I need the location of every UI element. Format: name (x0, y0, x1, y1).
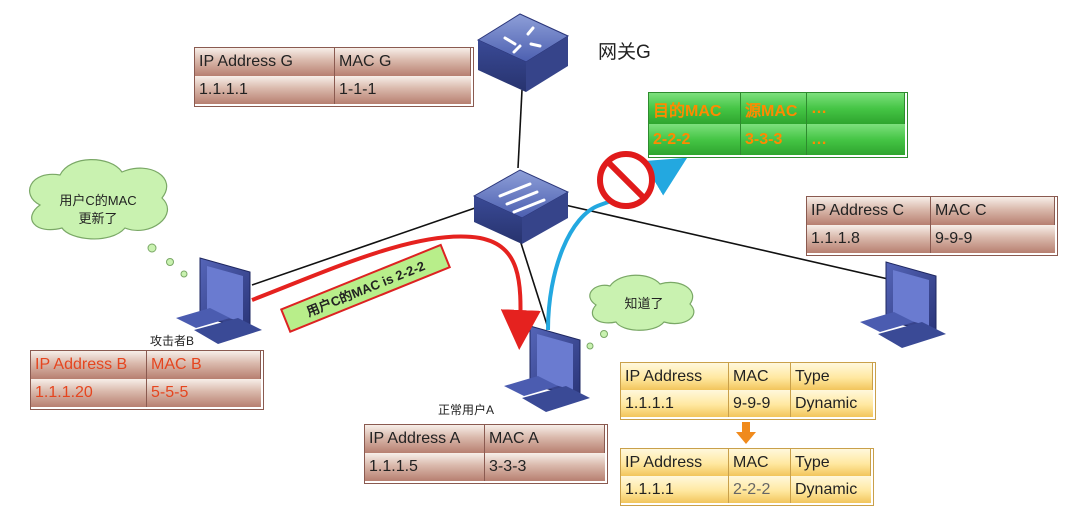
arp-update-arrow (736, 422, 756, 444)
user-a-pc-icon (504, 325, 590, 412)
attacker-cloud-line2: 更新了 (78, 211, 117, 226)
gateway-mac-header: MAC G (335, 48, 471, 76)
arp-before-ip-header: IP Address (621, 363, 729, 390)
arp-before-type-header: Type (791, 363, 873, 390)
arp-after-ip-header: IP Address (621, 449, 729, 476)
switch-icon (472, 169, 570, 244)
link-switch-user-a (519, 239, 549, 329)
attacker-label: 攻击者B (150, 334, 194, 348)
attacker-thought-cloud (29, 159, 188, 278)
attacker-ip-header: IP Address B (31, 351, 147, 379)
user-a-mac-header: MAC A (485, 425, 605, 453)
attacker-cloud-line1: 用户C的MAC (59, 193, 136, 208)
attacker-b-table: IP Address B MAC B 1.1.1.20 5-5-5 (30, 350, 264, 410)
frame-header-table: 目的MAC 源MAC … 2-2-2 3-3-3 … (648, 92, 908, 158)
arp-after-mac-value: 2-2-2 (729, 476, 791, 503)
user-c-pc-icon (860, 261, 946, 348)
user-c-mac-header: MAC C (931, 197, 1055, 225)
user-c-table: IP Address C MAC C 1.1.1.8 9-9-9 (806, 196, 1058, 256)
arp-after-mac-header: MAC (729, 449, 791, 476)
user-a-table: IP Address A MAC A 1.1.1.5 3-3-3 (364, 424, 608, 484)
gateway-ip-value: 1.1.1.1 (195, 76, 335, 104)
gateway-router-icon (476, 13, 570, 92)
gateway-table: IP Address G MAC G 1.1.1.1 1-1-1 (194, 47, 474, 107)
arp-after-type-header: Type (791, 449, 871, 476)
user-a-label: 正常用户A (438, 402, 494, 417)
frame-src-mac-value: 3-3-3 (741, 124, 807, 155)
user-c-ip-value: 1.1.1.8 (807, 225, 931, 253)
attacker-pc-icon (176, 257, 262, 344)
frame-more-value: … (807, 124, 905, 155)
arp-after-type-value: Dynamic (791, 476, 871, 503)
user-a-ip-value: 1.1.1.5 (365, 453, 485, 481)
attacker-ip-value: 1.1.1.20 (31, 379, 147, 407)
user-c-mac-value: 9-9-9 (931, 225, 1055, 253)
frame-more-header: … (807, 93, 905, 124)
gateway-label: 网关G (598, 41, 651, 63)
arp-before-type-value: Dynamic (791, 390, 873, 417)
link-gateway-switch (517, 89, 523, 169)
forbidden-icon (597, 151, 655, 209)
attacker-mac-value: 5-5-5 (147, 379, 261, 407)
arp-table-after: IP Address MAC Type 1.1.1.1 2-2-2 Dynami… (620, 448, 874, 506)
gateway-ip-header: IP Address G (195, 48, 335, 76)
user-a-mac-value: 3-3-3 (485, 453, 605, 481)
frame-dst-mac-value: 2-2-2 (649, 124, 741, 155)
user-a-cloud-text: 知道了 (624, 296, 663, 311)
arp-after-ip-value: 1.1.1.1 (621, 476, 729, 503)
link-switch-user-c (564, 204, 911, 285)
user-c-ip-header: IP Address C (807, 197, 931, 225)
link-switch-attacker (251, 207, 476, 286)
gateway-mac-value: 1-1-1 (335, 76, 471, 104)
arp-before-ip-value: 1.1.1.1 (621, 390, 729, 417)
spoof-message-text: 用户C的MAC is 2-2-2 (303, 258, 427, 320)
user-a-thought-cloud (586, 274, 695, 350)
spoof-arrow (251, 234, 541, 350)
arp-before-mac-header: MAC (729, 363, 791, 390)
arp-table-before: IP Address MAC Type 1.1.1.1 9-9-9 Dynami… (620, 362, 876, 420)
arp-before-mac-value: 9-9-9 (729, 390, 791, 417)
frame-dst-mac-header: 目的MAC (649, 93, 741, 124)
network-links (251, 89, 911, 329)
attacker-mac-header: MAC B (147, 351, 261, 379)
user-a-ip-header: IP Address A (365, 425, 485, 453)
frame-src-mac-header: 源MAC (741, 93, 807, 124)
